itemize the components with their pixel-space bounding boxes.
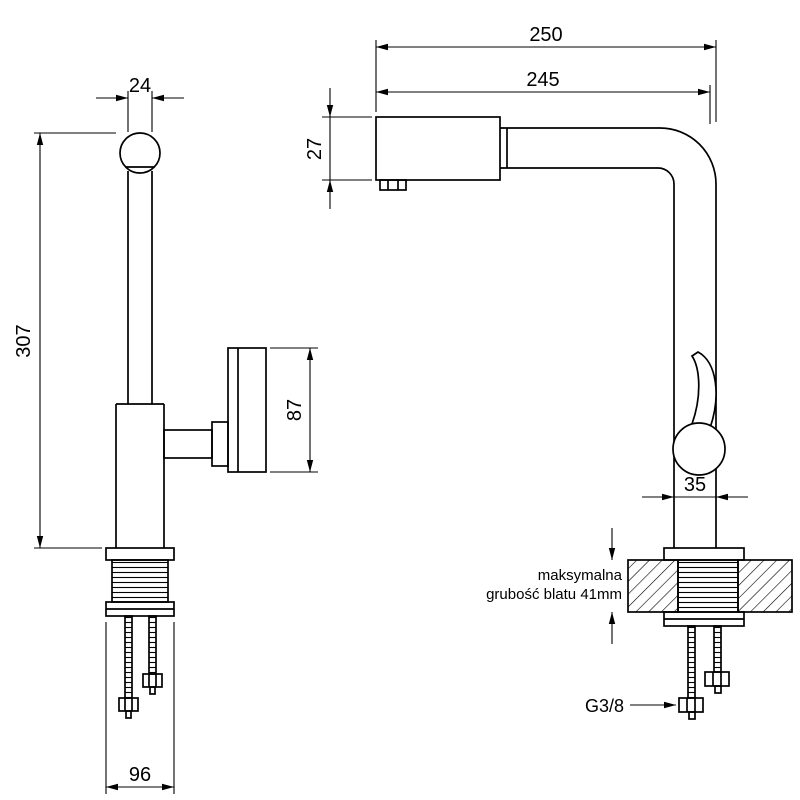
dim-250-label: 250	[529, 24, 562, 46]
front-aerator	[379, 179, 407, 191]
side-base-flange	[105, 547, 175, 561]
countertop-note-line1: maksymalna	[538, 567, 623, 584]
dim-245-label: 245	[526, 69, 559, 91]
front-view-faucet	[375, 116, 793, 720]
side-view-faucet	[105, 132, 267, 719]
countertop-note-line2: grubość blatu 41mm	[486, 586, 622, 603]
dim-96-lines	[105, 622, 175, 794]
front-arm-inner	[500, 167, 675, 548]
dim-87-label: 87	[284, 399, 306, 421]
front-stud-right-nut	[704, 671, 730, 687]
countertop-hatch-right	[737, 559, 793, 613]
side-handle-lever	[227, 347, 267, 473]
front-stud-left-nut	[678, 697, 704, 713]
dim-35-label: 35	[684, 474, 706, 496]
dimension-labels: 24 307 87 96 250 245 27 35 maksymalna gr…	[13, 24, 706, 786]
front-stud-right	[713, 625, 722, 673]
dim-27-lines	[322, 88, 372, 209]
front-base-flange	[663, 547, 745, 561]
countertop-hatch-left	[627, 559, 679, 613]
front-handle-lever	[690, 351, 717, 429]
side-handle-stem	[163, 429, 213, 459]
dim-27-label: 27	[304, 138, 326, 160]
dim-24-label: 24	[129, 75, 151, 97]
side-stud-left-nut	[118, 697, 139, 712]
front-stud-left	[687, 625, 696, 699]
dim-245-lines	[376, 85, 711, 124]
front-spout-head	[375, 116, 501, 181]
side-handle-flange	[211, 421, 229, 467]
dim-87-lines	[270, 347, 318, 473]
dim-250-lines	[375, 40, 717, 122]
side-threaded-shank	[111, 559, 169, 603]
front-handle-ball	[672, 422, 726, 476]
dim-307-label: 307	[13, 324, 35, 357]
dim-96-label: 96	[129, 764, 151, 786]
dim-307-lines	[34, 132, 116, 549]
front-arm-outer	[500, 127, 717, 548]
thread-size-label: G3/8	[585, 696, 624, 716]
front-threaded-shank	[677, 559, 739, 613]
side-stud-left	[124, 615, 133, 699]
dimension-lines	[34, 40, 748, 794]
dim-24-lines	[96, 91, 184, 132]
side-stud-right-nut	[142, 673, 163, 688]
side-spout-end	[119, 132, 161, 174]
side-stud-right	[148, 615, 157, 675]
